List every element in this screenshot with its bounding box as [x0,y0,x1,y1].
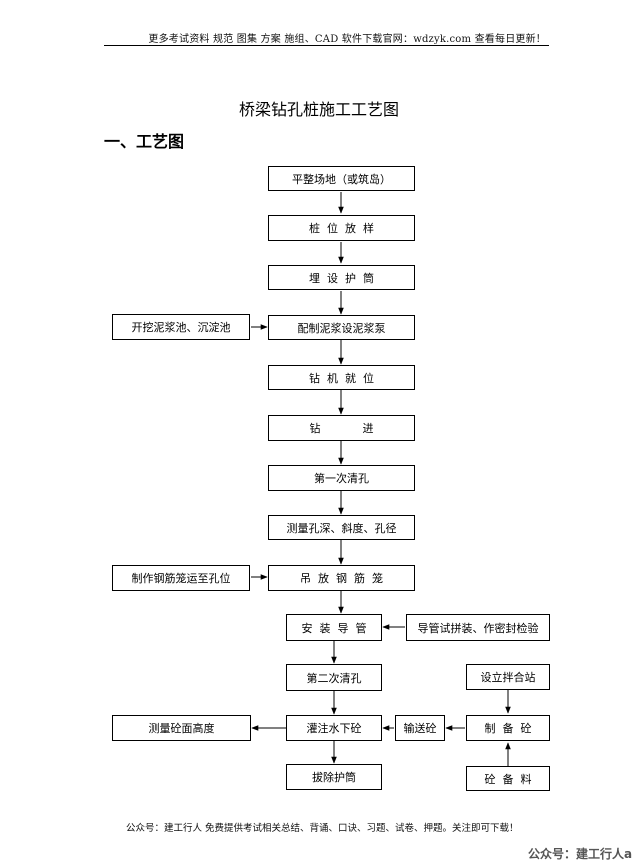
side-measure-level: 测量砼面高度 [112,715,251,741]
step-pile-layout: 桩 位 放 样 [268,215,415,241]
step-install-tremie: 安 装 导 管 [286,614,382,641]
step-measure-hole: 测量孔深、斜度、孔径 [268,515,415,540]
side-rebar-cage: 制作钢筋笼运至孔位 [112,565,250,591]
side-concrete-material: 砼 备 料 [466,766,550,791]
step-level-site: 平整场地（或筑岛） [268,166,415,191]
step-second-cleaning: 第二次清孔 [286,664,382,691]
side-mud-pit: 开挖泥浆池、沉淀池 [112,314,250,340]
document-title: 桥梁钻孔桩施工工艺图 [238,100,399,119]
step-rig-position: 钻 机 就 位 [268,365,415,390]
step-first-cleaning: 第一次清孔 [268,465,415,491]
step-prepare-mud: 配制泥浆设泥浆泵 [268,315,415,340]
section-heading: 一、工艺图 [104,132,185,151]
watermark: 公众号：建工行人a [528,847,633,861]
side-mixing-station: 设立拌合站 [466,664,550,690]
step-remove-casing: 拔除护筒 [286,764,382,790]
step-lower-cage: 吊 放 钢 筋 笼 [268,565,415,591]
step-install-casing: 埋 设 护 筒 [268,265,415,290]
side-make-concrete: 制 备 砼 [466,715,550,741]
header-rule [104,45,549,46]
side-convey-concrete: 输送砼 [395,715,445,741]
footer-text: 公众号：建工行人 免费提供考试相关总结、背诵、口诀、习题、试卷、押题。关注即可下… [126,823,519,834]
side-pipe-test: 导管试拼装、作密封检验 [406,614,550,641]
step-pour-concrete: 灌注水下砼 [286,715,382,741]
header-text: 更多考试资料 规范 图集 方案 施组、CAD 软件下载官网：wdzyk.com … [148,34,546,45]
step-drilling: 钻 进 [268,415,415,441]
